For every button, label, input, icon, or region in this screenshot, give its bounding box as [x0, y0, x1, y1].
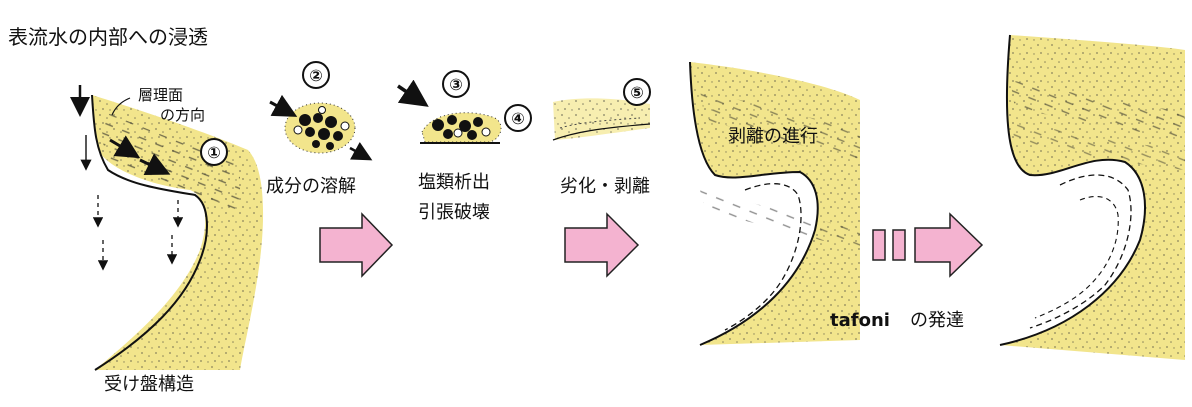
- panel-exfoliation: [690, 62, 860, 345]
- svg-text:②: ②: [309, 66, 323, 85]
- label-exfoliation: 剥離の進行: [728, 126, 818, 147]
- svg-text:⑤: ⑤: [630, 83, 644, 102]
- dissolution-arrow-out: [350, 148, 368, 158]
- panel-dissolution: [270, 102, 368, 158]
- label-tafoni-word: tafoni: [830, 310, 890, 331]
- process-arrow-1: [320, 214, 392, 276]
- dissolution-arrow-in: [270, 102, 292, 114]
- panel-initial-cliff: [80, 85, 263, 370]
- diagram-title: 表流水の内部への浸透: [8, 25, 208, 49]
- process-arrow-2: [565, 214, 638, 276]
- step-number-2: ②: [303, 62, 329, 88]
- step-number-1: ①: [201, 139, 227, 165]
- label-tafoni-rest: の発達: [910, 310, 964, 331]
- step-number-5: ⑤: [624, 79, 650, 105]
- label-salt-line1: 塩類析出: [418, 172, 490, 193]
- label-salt-line2: 引張破壊: [418, 202, 490, 223]
- label-degradation: 劣化・剥離: [560, 176, 650, 197]
- label-bedding-line2: の方向: [160, 106, 205, 124]
- svg-text:③: ③: [449, 75, 463, 94]
- svg-text:①: ①: [207, 143, 221, 162]
- label-bedding-line1: 層理面: [138, 86, 183, 104]
- panel-tafoni: [1000, 35, 1185, 360]
- step-number-4: ④: [505, 105, 531, 131]
- svg-text:④: ④: [511, 109, 525, 128]
- process-arrow-3: [873, 214, 982, 276]
- label-dissolution: 成分の溶解: [266, 176, 356, 197]
- step-number-3: ③: [443, 71, 469, 97]
- salt-arrow: [398, 86, 423, 103]
- label-structure: 受け盤構造: [104, 374, 194, 395]
